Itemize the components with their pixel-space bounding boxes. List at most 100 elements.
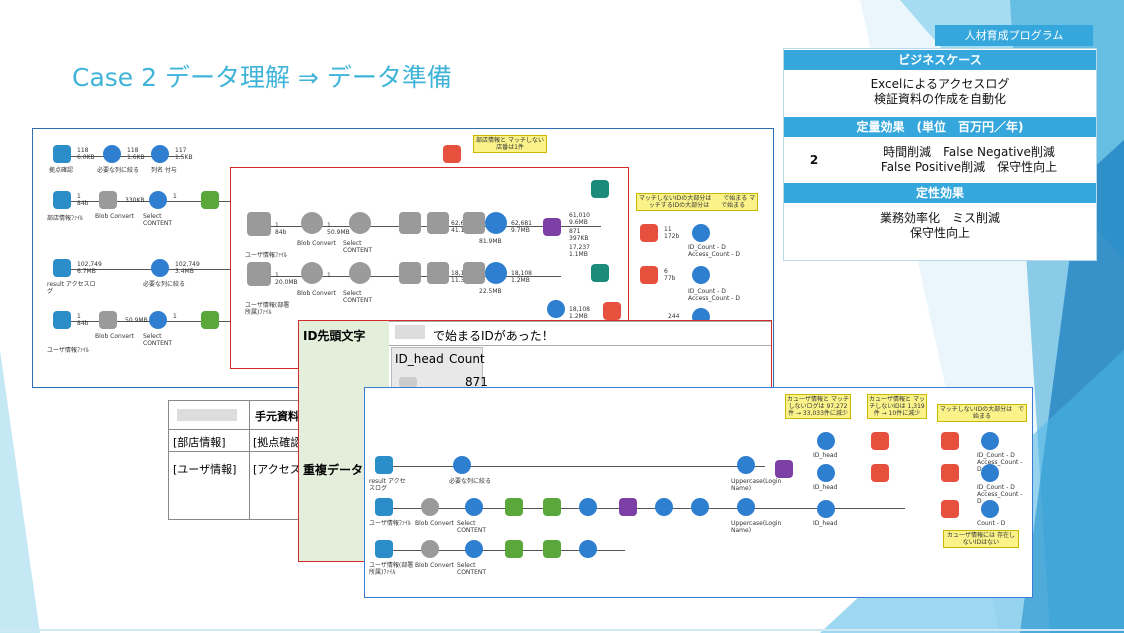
size-label: 6.0KB: [77, 154, 95, 161]
tool-label: Blob Convert: [95, 213, 134, 220]
tool-label: ID_head: [813, 520, 838, 527]
tool-label: ID_Count - D Access_Count - D: [977, 484, 1023, 505]
formula-icon: [640, 266, 658, 284]
input-book-icon: [247, 212, 271, 236]
tool-label: 拠点確認: [49, 167, 74, 174]
tool-label: ユーザ情報ﾌｧｲﾙ: [369, 520, 411, 527]
formula-icon: [737, 456, 755, 474]
select-icon: [349, 262, 371, 284]
summary-panel: ビジネスケース Excelによるアクセスログ 検証資料の作成を自動化 定量効果 …: [783, 48, 1097, 261]
tool-label: ユーザ情報(部署所属)ﾌｧｲﾙ: [245, 302, 290, 316]
join-icon: [543, 218, 561, 236]
comment-note: カュ一ザ情報と マッチしないログは 97,272件 → 33,033件に減少: [785, 394, 851, 419]
formula-icon: [737, 498, 755, 516]
count-label: 102,749: [175, 261, 200, 268]
quantitative-value: 2: [784, 153, 844, 168]
slide-title: Case 2 データ理解 ⇒ データ準備: [72, 63, 452, 92]
count-label: 18,108: [451, 270, 472, 277]
quantitative-line1: 時間削減 False Negative削減: [844, 145, 1094, 160]
tool-label: Blob Convert: [415, 562, 454, 569]
redacted-block: [399, 377, 417, 387]
formula-icon: [691, 498, 709, 516]
tool-label: ユーザ情報ﾌｧｲﾙ: [245, 252, 287, 259]
size-label: 1.6KB: [127, 154, 145, 161]
blob-convert-icon: [301, 262, 323, 284]
tool-label: Select CONTENT: [457, 562, 487, 576]
count-label: 1: [77, 313, 81, 320]
size-label: 84b: [77, 200, 89, 207]
count-label: 1: [275, 222, 279, 229]
tool-label: ユーザ情報ﾌｧｲﾙ: [47, 347, 89, 354]
count-label: 244: [668, 313, 680, 320]
formula-icon: [941, 432, 959, 450]
size-label: 50.9MB: [125, 317, 148, 324]
table-cell: 871: [465, 375, 488, 389]
popup-heading: ID先頭文字: [303, 329, 366, 343]
count-label: 18,108: [511, 270, 532, 277]
column-header: Count: [449, 352, 485, 366]
size-label: 1.1MB: [569, 251, 588, 258]
workflow-screenshot-3: result アクセスログ 必要な列に絞る ユーザ情報ﾌｧｲﾙ Blob Con…: [364, 387, 1033, 598]
parse-icon: [543, 498, 561, 516]
qualitative-header: 定性効果: [784, 183, 1096, 203]
formula-icon: [941, 464, 959, 482]
table-header: 手元資料: [255, 410, 299, 423]
input-book-icon: [375, 540, 393, 558]
size-label: 9.7MB: [511, 227, 530, 234]
text-to-columns-icon: [201, 191, 219, 209]
size-label: 330KB: [125, 197, 145, 204]
formula-icon: [151, 145, 169, 163]
browse-icon: [692, 224, 710, 242]
input-book-icon: [375, 498, 393, 516]
parse-icon: [543, 540, 561, 558]
comment-note: カュ一ザ情報には 存在しないIDはない: [943, 530, 1019, 548]
size-label: 3.4MB: [175, 268, 194, 275]
tool-label: Blob Convert: [415, 520, 454, 527]
count-label: 1: [327, 272, 331, 279]
qualitative-line1: 業務効率化 ミス削減: [784, 211, 1096, 226]
size-label: 41.1MB: [451, 227, 474, 234]
formula-icon: [603, 302, 621, 320]
tool-label: result アクセスログ: [369, 478, 406, 492]
size-label: 77b: [664, 275, 676, 282]
count-label: 11: [664, 226, 672, 233]
blob-convert-icon: [421, 498, 439, 516]
input-book-icon: [247, 262, 271, 286]
comment-note: カュ一ザ情報と マッチしないIDは 1,319件 → 10件に減少: [867, 394, 927, 419]
comment-note: 部店情報と マッチしない店番は1件: [473, 135, 547, 153]
tool-label: 列名 付与: [151, 167, 177, 174]
formula-icon: [871, 432, 889, 450]
browse-icon: [692, 266, 710, 284]
size-label: 1.2MB: [569, 313, 588, 320]
input-book-icon: [53, 145, 71, 163]
table-cell: [アクセス: [253, 463, 301, 476]
tool-label: Select CONTENT: [457, 520, 487, 534]
select-icon: [149, 311, 167, 329]
business-case-header: ビジネスケース: [784, 50, 1096, 70]
size-label: 84b: [275, 229, 287, 236]
tool-label: Count - D: [977, 520, 1006, 527]
select-icon: [485, 262, 507, 284]
count-label: 118: [77, 147, 89, 154]
browse-icon: [981, 464, 999, 482]
tool-label: Uppercase(Login Name): [731, 478, 782, 492]
size-label: 84b: [77, 320, 89, 327]
count-label: 1: [327, 222, 331, 229]
parse-icon: [427, 262, 449, 284]
filter-icon: [463, 212, 485, 234]
size-label: 20.0MB: [275, 279, 298, 286]
input-book-icon: [53, 259, 71, 277]
formula-icon: [871, 464, 889, 482]
text-to-columns-icon: [399, 212, 421, 234]
parse-icon: [427, 212, 449, 234]
count-label: 61,010: [569, 212, 590, 219]
select-icon: [349, 212, 371, 234]
select-icon: [149, 191, 167, 209]
summarize-icon: [817, 432, 835, 450]
count-label: 1: [275, 272, 279, 279]
summarize-icon: [817, 464, 835, 482]
tool-label: Select CONTENT: [143, 213, 173, 227]
select-icon: [465, 540, 483, 558]
tool-label: 必要な列に絞る: [449, 478, 492, 485]
comment-note: マッチしないIDの大部分は で始まる マッチするIDの大部分は で始まる: [636, 193, 758, 211]
